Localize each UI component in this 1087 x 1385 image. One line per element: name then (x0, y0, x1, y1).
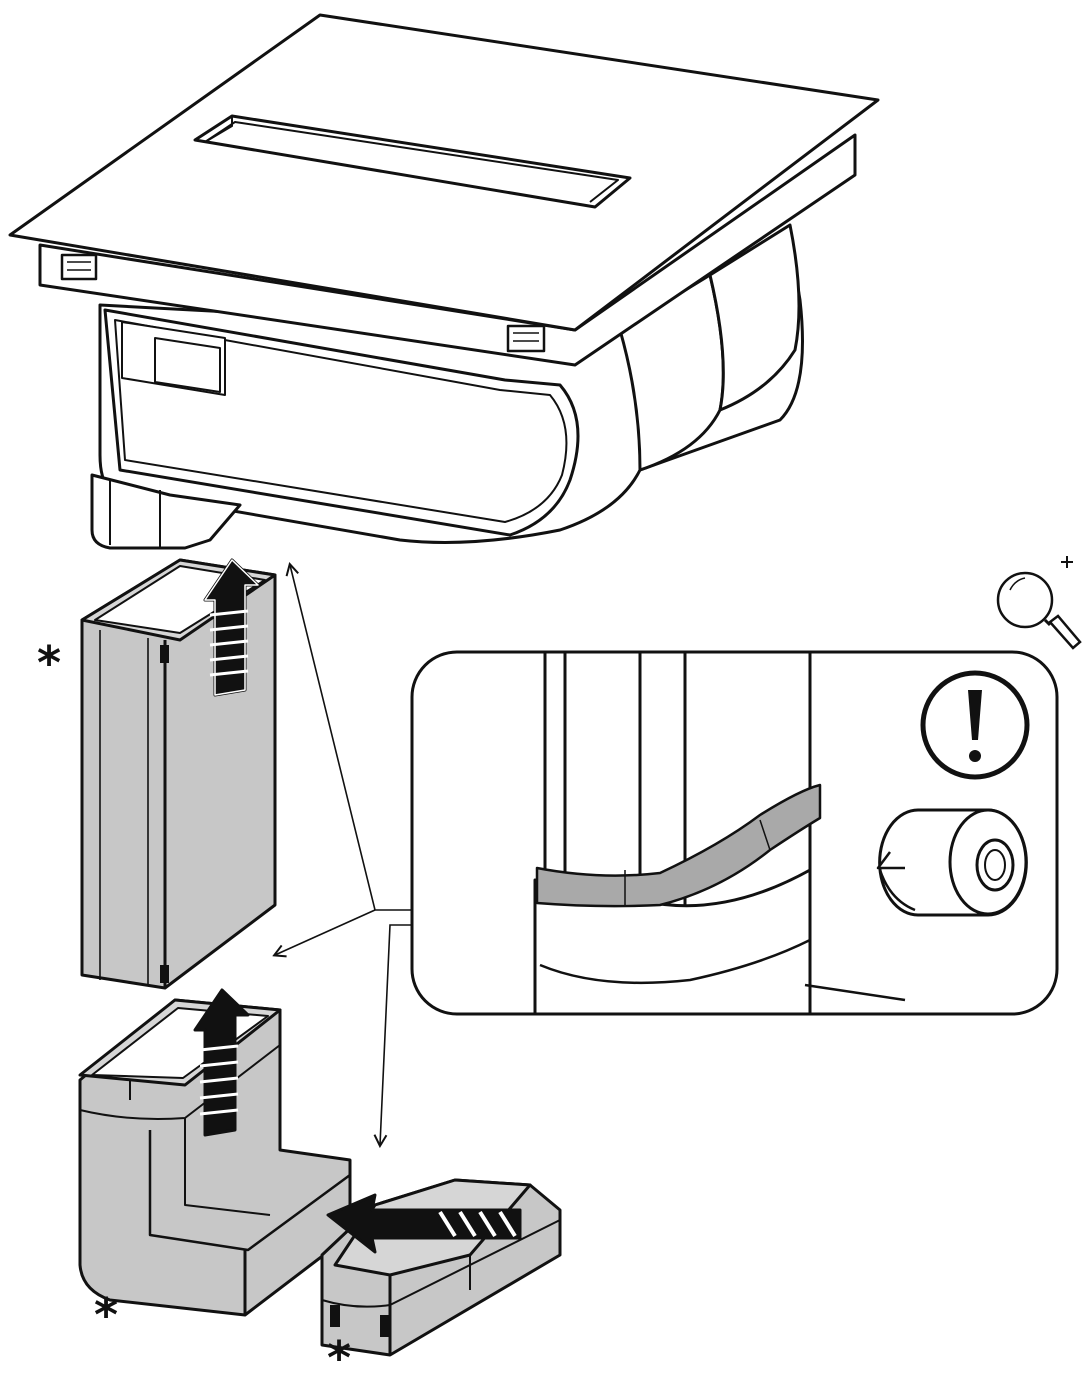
leader-lines (275, 565, 412, 1145)
detail-callout (410, 650, 1059, 1016)
exclamation-circle-icon (920, 670, 1030, 780)
optional-part-mark: * (327, 1331, 352, 1385)
tape-roll-icon (876, 808, 1028, 917)
left-arrow-icon (326, 1193, 522, 1254)
hob-unit (8, 13, 880, 550)
optional-part-mark: * (37, 636, 62, 690)
up-arrow-icon (203, 558, 260, 697)
optional-part-mark: * (94, 1288, 119, 1342)
up-arrow-icon (193, 988, 250, 1137)
elbow-duct (78, 998, 352, 1317)
magnifier-plus-icon (996, 556, 1082, 650)
